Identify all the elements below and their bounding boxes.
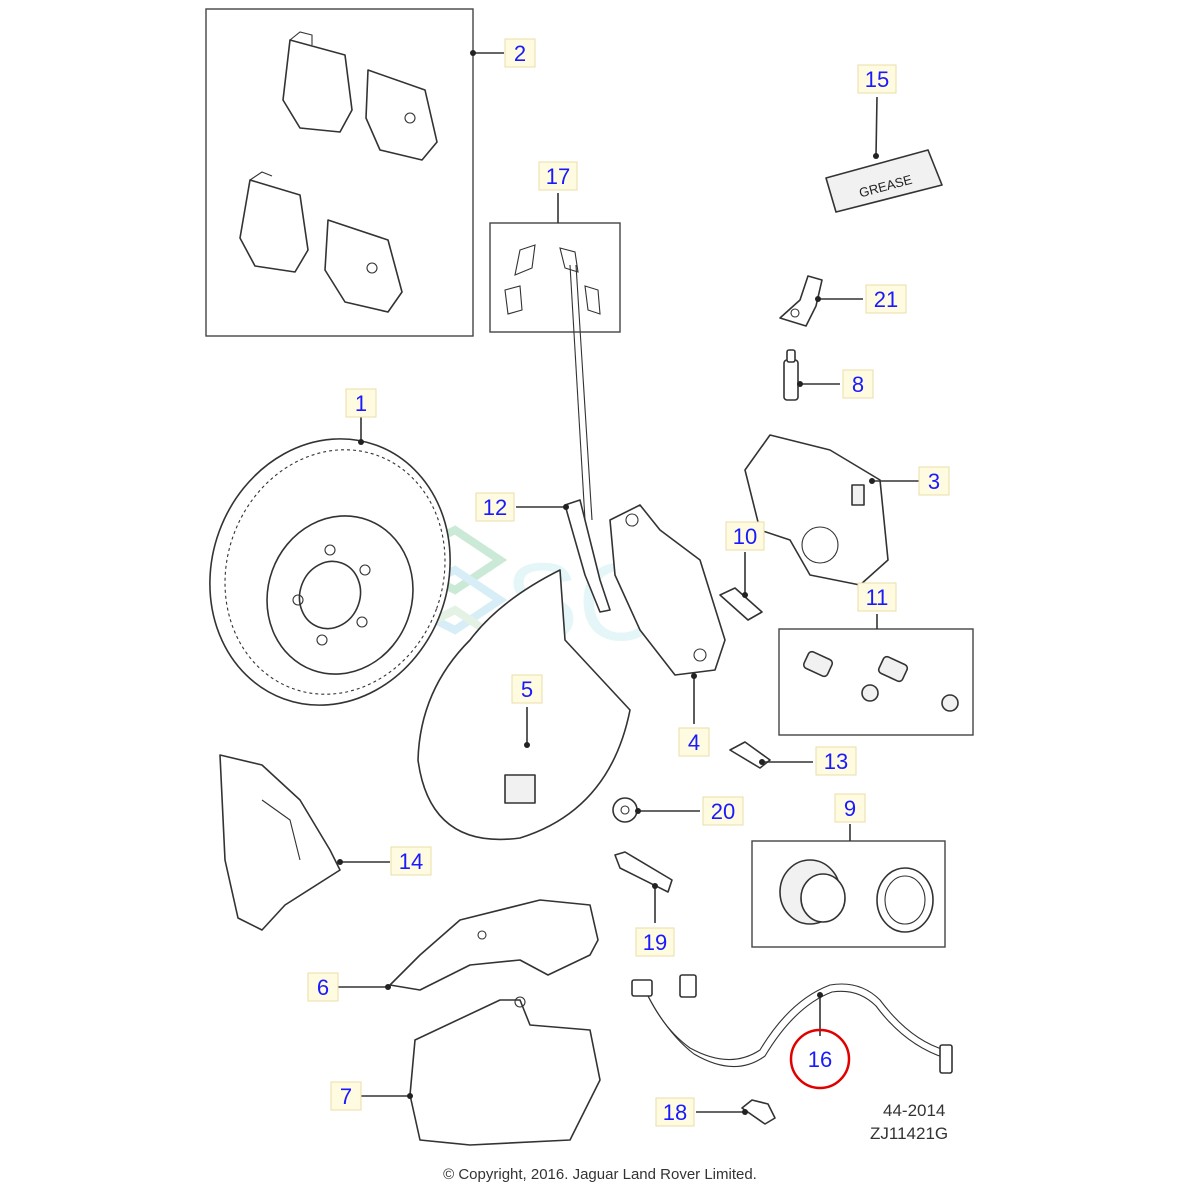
part-spring-clip [564,264,611,613]
callout-8-text: 8 [852,372,864,397]
callout-14-text: 14 [399,849,423,874]
callout-7: 7 [330,1081,362,1111]
pads-frame [205,8,474,337]
callout-19: 19 [635,927,675,957]
callout-9: 9 [834,793,866,823]
clip-kit-frame [489,222,621,333]
callout-21: 21 [865,284,907,314]
callout-6: 6 [307,972,339,1002]
bush-kit-frame [778,628,974,736]
callout-1: 1 [345,388,377,418]
callout-18: 18 [655,1097,695,1127]
callout-3-text: 3 [928,469,940,494]
drawing-ref: 44-2014 [883,1101,945,1120]
callout-11-text: 11 [866,585,889,610]
callout-6-text: 6 [317,975,329,1000]
callout-8: 8 [842,369,874,399]
part-dust-shield [417,569,631,841]
callout-16-text: 16 [808,1047,832,1072]
part-piston-kit [751,840,946,948]
part-wear-sensor [631,974,953,1074]
callout-15-text: 15 [865,67,889,92]
callout-4-text: 4 [688,730,700,755]
copyright-notice: © Copyright, 2016. Jaguar Land Rover Lim… [443,1166,757,1183]
callout-15: 15 [857,64,897,94]
callout-20-text: 20 [711,799,735,824]
callout-19-text: 19 [643,930,667,955]
callout-2: 2 [504,38,536,68]
callout-17: 17 [538,161,578,191]
part-grease-sachet: GREASE [825,149,943,213]
callout-12-text: 12 [483,495,507,520]
part-guide-pin [719,587,763,621]
callout-1-text: 1 [355,391,367,416]
callout-17-text: 17 [546,164,570,189]
callout-9-text: 9 [844,796,856,821]
part-caliper-carrier [609,504,726,676]
part-sensor-clip [741,1099,776,1125]
callout-13: 13 [815,746,857,776]
part-bleed-screw [783,349,799,401]
part-guide-bush-kit [778,628,974,736]
callout-14: 14 [390,846,432,876]
callout-12: 12 [475,492,515,522]
part-brake-pads-set [205,8,474,337]
callout-21-text: 21 [874,287,898,312]
callout-10-text: 10 [733,524,757,549]
leader-lines [337,50,919,1115]
part-retaining-washer [612,797,638,823]
part-clip-kit [489,222,621,333]
callout-4: 4 [678,727,710,757]
part-splash-guard-lower [409,996,601,1146]
callout-13-text: 13 [824,749,848,774]
callout-5: 5 [511,674,543,704]
drawing-code: ZJ11421G [870,1124,948,1143]
callout-16-highlight-ring [789,1028,851,1090]
callout-5-text: 5 [521,677,533,702]
callout-2-text: 2 [514,41,526,66]
part-caliper [744,434,889,586]
part-bracket [779,275,823,327]
callout-7-text: 7 [340,1084,352,1109]
piston-kit-frame [751,840,946,948]
part-stud-bolt [614,851,673,893]
callout-10: 10 [725,521,765,551]
part-splash-guard-upper [389,899,599,991]
callout-18-text: 18 [663,1100,687,1125]
callout-11: 11 [857,582,897,612]
callout-16: 16 [789,1028,851,1090]
callout-20: 20 [702,796,744,826]
part-brake-disc [209,438,451,706]
callout-3: 3 [918,466,950,496]
part-air-deflector [219,754,341,931]
